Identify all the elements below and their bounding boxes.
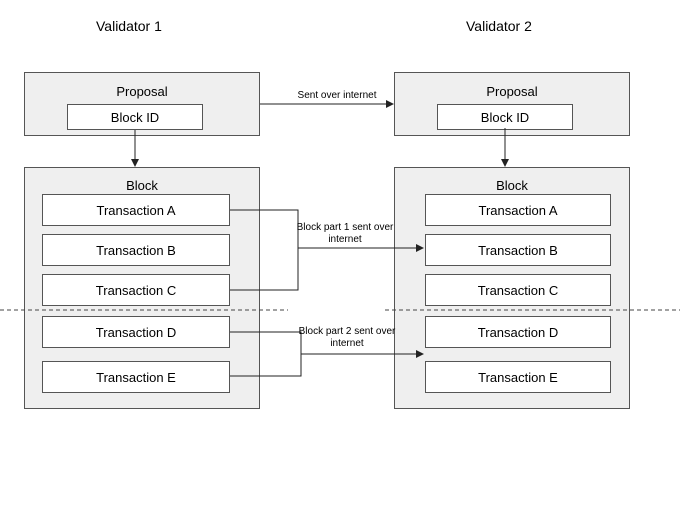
block-label: Block	[496, 178, 528, 193]
block-part-1-label: Block part 1 sent over internet	[296, 222, 394, 245]
validator-2-block-panel: Block Transaction A Transaction B Transa…	[394, 167, 630, 409]
transaction-b-box: Transaction B	[425, 234, 611, 266]
transaction-label: Transaction E	[478, 369, 558, 385]
block-id-label: Block ID	[480, 109, 530, 125]
transaction-a-box: Transaction A	[42, 194, 230, 226]
validator-1-title: Validator 1	[96, 18, 162, 34]
transaction-e-box: Transaction E	[425, 361, 611, 393]
transaction-label: Transaction D	[95, 324, 177, 340]
transaction-d-box: Transaction D	[42, 316, 230, 348]
block-part-1-bracket	[230, 209, 299, 291]
block-id-box: Block ID	[437, 104, 573, 130]
transaction-label: Transaction B	[478, 242, 558, 258]
block-part-2-label: Block part 2 sent over internet	[298, 326, 396, 349]
transaction-c-box: Transaction C	[42, 274, 230, 306]
transaction-label: Transaction E	[96, 369, 176, 385]
proposal-sent-label: Sent over internet	[297, 90, 377, 101]
validator-2-title: Validator 2	[466, 18, 532, 34]
transaction-label: Transaction A	[478, 202, 558, 218]
transaction-label: Transaction A	[96, 202, 176, 218]
transaction-b-box: Transaction B	[42, 234, 230, 266]
block-id-box: Block ID	[67, 104, 203, 130]
block-part-2-bracket	[230, 331, 302, 377]
transaction-e-box: Transaction E	[42, 361, 230, 393]
proposal-label: Proposal	[486, 84, 538, 99]
proposal-label: Proposal	[116, 84, 168, 99]
validator-1-block-panel: Block Transaction A Transaction B Transa…	[24, 167, 260, 409]
transaction-label: Transaction D	[477, 324, 559, 340]
validator-1-proposal-panel: Proposal Block ID	[24, 72, 260, 136]
block-label: Block	[126, 178, 158, 193]
transaction-d-box: Transaction D	[425, 316, 611, 348]
transaction-label: Transaction B	[96, 242, 176, 258]
transaction-a-box: Transaction A	[425, 194, 611, 226]
transaction-label: Transaction C	[95, 282, 177, 298]
validator-2-proposal-panel: Proposal Block ID	[394, 72, 630, 136]
transaction-label: Transaction C	[477, 282, 559, 298]
transaction-c-box: Transaction C	[425, 274, 611, 306]
block-id-label: Block ID	[110, 109, 160, 125]
